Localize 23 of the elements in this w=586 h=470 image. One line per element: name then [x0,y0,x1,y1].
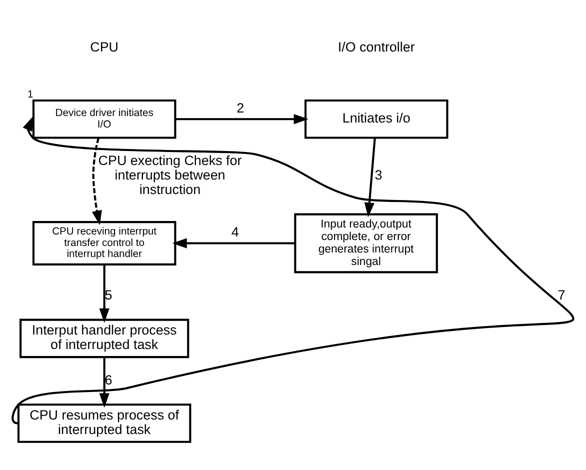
node-label: 1 [27,88,34,100]
edge-label: 3 [374,167,382,182]
arrow [99,264,110,322]
edge-label: CPU execting Cheks for interrupts between instruction [98,152,242,197]
arrow [175,114,308,124]
edge-label: 5 [104,287,112,302]
arrow [172,238,295,248]
node-box: Input ready,output complete, or error generates interrupt singal [294,212,438,273]
node-box: CPU resumes process of interrupted task [17,403,192,442]
node-box: Interput handler process of interrupted task [20,318,190,358]
label: I/O controller [338,38,415,54]
arrow [364,137,376,217]
edge-label: 6 [104,372,112,387]
arrow [12,116,572,424]
label: CPU [90,38,119,54]
edge-label: 2 [236,100,244,115]
edge-label: 7 [558,287,566,302]
edge-label: 4 [231,224,239,239]
node-box: CPU receving interrput transfer control to interrupt handler [32,220,176,265]
arrow [92,137,102,225]
arrow [99,356,110,408]
node-box: Device driver initiates I/O [32,98,176,138]
node-box: Lnitiates i/o [304,98,448,138]
